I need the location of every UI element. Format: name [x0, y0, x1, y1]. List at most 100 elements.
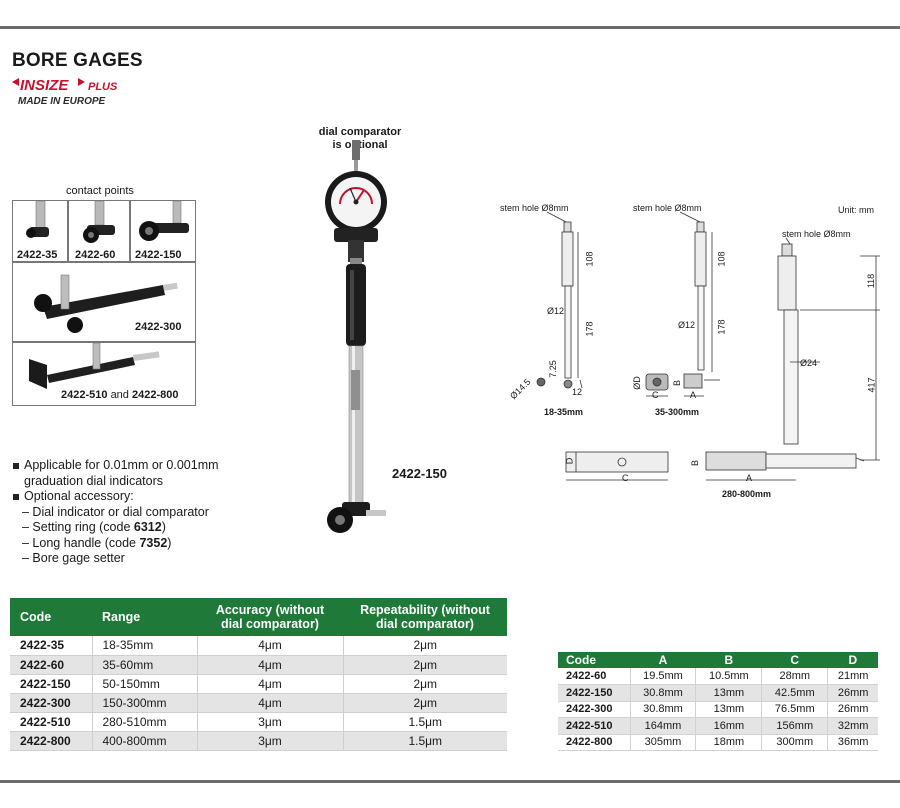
spec-cell: 4μm: [196, 693, 343, 713]
label-2422-800: 2422-800: [131, 389, 179, 401]
brand-suffix: PLUS: [88, 81, 118, 93]
dim-cell: 21mm: [827, 668, 878, 685]
feature-bullet-1-line-2: graduation dial indicators: [24, 473, 163, 488]
feature-bullet-2: Optional accessory:: [12, 489, 219, 505]
dim-cell: 26mm: [827, 684, 878, 702]
spec-table: Code Range Accuracy (without dial compar…: [10, 598, 507, 751]
dim-header-c: C: [761, 652, 828, 668]
label-2422-150: 2422-150: [135, 249, 182, 261]
spec-cell: 2μm: [342, 674, 507, 694]
d2-caption: 35-300mm: [655, 407, 700, 417]
spec-cell: 280-510mm: [91, 712, 197, 732]
made-in-label: MADE IN EUROPE: [18, 96, 106, 107]
dim-header-a: A: [630, 652, 696, 668]
dim-cell: 28mm: [761, 668, 828, 685]
spec-cell: 2422-800: [10, 731, 92, 751]
d1-stem-hole: stem hole Ø8mm: [500, 203, 569, 213]
label-2422-510: 2422-510: [61, 389, 108, 401]
long-handle-code: 7352: [139, 535, 168, 550]
d1-caption: 18-35mm: [544, 407, 584, 417]
page-title: BORE GAGES: [12, 50, 143, 71]
extension-rod-icon: [29, 342, 160, 389]
spec-cell: 35-60mm: [91, 655, 197, 675]
spec-cell: 2μm: [342, 655, 507, 675]
d2-stem-hole: stem hole Ø8mm: [633, 203, 702, 213]
technical-diagrams: [536, 211, 880, 481]
d3-label-D: D: [564, 457, 575, 465]
dim-cell: 13mm: [695, 701, 762, 718]
dim-header-d: D: [827, 652, 878, 668]
d1-dim-12: 12: [572, 387, 583, 397]
spec-cell: 2422-150: [10, 674, 92, 694]
photo-2422-35: 2422-35: [12, 200, 68, 262]
contact-point-icon: [26, 200, 49, 238]
d3-caption: 280-800mm: [722, 489, 772, 499]
dim-header-b: B: [695, 652, 762, 668]
dim-cell: 2422-800: [558, 734, 630, 751]
contact-point-icon: [83, 200, 115, 243]
spec-cell: 1.5μm: [342, 731, 507, 751]
feature-sub-3-text: – Long handle (code: [22, 535, 140, 550]
feature-sub-3-close: ): [167, 535, 172, 550]
d1-dim-178: 178: [584, 321, 595, 337]
top-rule: [0, 26, 900, 29]
dimension-table-header: Code A B C D: [558, 652, 878, 668]
dim-cell: 2422-300: [558, 701, 630, 718]
dim-cell: 32mm: [827, 717, 878, 735]
dim-cell: 164mm: [629, 717, 696, 735]
spec-header-range: Range: [92, 598, 197, 636]
d1-dim-108: 108: [584, 251, 595, 267]
setting-ring-code: 6312: [133, 520, 162, 534]
label-510-800: 2422-510 and 2422-800: [61, 389, 178, 401]
spec-cell: 4μm: [196, 636, 343, 656]
spec-header-repeatability: Repeatability (without dial comparator): [343, 598, 507, 636]
contact-point-icon: [139, 200, 189, 241]
brand-name: INSIZE: [20, 77, 69, 94]
label-2422-300: 2422-300: [135, 321, 182, 333]
d1-dia-12: Ø12: [547, 306, 565, 316]
dim-header-code: Code: [558, 652, 630, 668]
main-model-label: 2422-150: [392, 466, 447, 481]
optional-note-line-1: dial comparator: [318, 126, 402, 138]
d3-dia-24: Ø24: [800, 358, 818, 368]
dim-cell: 156mm: [761, 717, 828, 735]
spec-cell: 400-800mm: [91, 731, 197, 751]
dim-cell: 13mm: [695, 684, 762, 702]
feature-sub-4: – Bore gage setter: [22, 551, 125, 565]
brand-logo: INSIZE PLUS: [12, 77, 118, 94]
dim-cell: 76.5mm: [761, 701, 828, 718]
unit-label: Unit: mm: [838, 205, 874, 215]
dim-cell: 18mm: [695, 734, 762, 751]
d3-stem-hole: stem hole Ø8mm: [782, 229, 851, 239]
label-2422-60: 2422-60: [75, 249, 116, 261]
dim-cell: 30.8mm: [629, 684, 696, 702]
d2-label-D: ØD: [631, 376, 642, 390]
spec-header-code: Code: [10, 598, 92, 636]
spec-cell: 1.5μm: [342, 712, 507, 732]
dim-cell: 42.5mm: [761, 684, 828, 702]
bottom-rule: [0, 780, 900, 783]
photo-2422-60: 2422-60: [68, 200, 130, 262]
dim-cell: 30.8mm: [629, 701, 696, 718]
spec-cell: 2μm: [342, 636, 507, 656]
d3-label-A: A: [746, 473, 753, 483]
dim-cell: 10.5mm: [695, 668, 762, 685]
optional-note: dial comparator is optional: [310, 126, 410, 152]
spec-cell: 18-35mm: [91, 636, 197, 656]
dim-cell: 16mm: [695, 717, 762, 735]
spec-cell: 2μm: [342, 693, 507, 713]
spec-cell: 50-150mm: [91, 674, 197, 694]
spec-cell: 3μm: [196, 712, 343, 732]
